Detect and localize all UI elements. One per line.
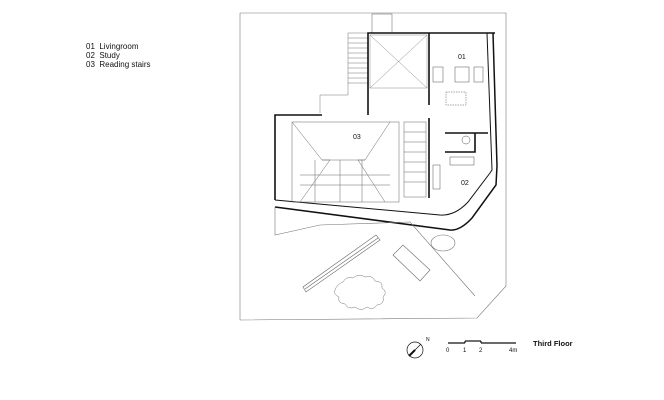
walkway bbox=[302, 234, 431, 293]
room-label-01: 01 bbox=[458, 54, 466, 61]
exterior-wall-curve-outer bbox=[274, 32, 498, 231]
room-label-02: 02 bbox=[461, 180, 469, 187]
legend-item: 03 Reading stairs bbox=[86, 60, 151, 69]
furniture bbox=[432, 66, 484, 190]
ground-outline bbox=[274, 207, 476, 297]
roof-box bbox=[371, 13, 393, 34]
reading-stairs bbox=[291, 121, 427, 203]
void bbox=[369, 34, 428, 89]
exterior-stairs bbox=[319, 32, 369, 113]
room-label-03: 03 bbox=[353, 134, 361, 141]
north-label: N bbox=[426, 337, 430, 343]
site-boundary bbox=[239, 12, 507, 321]
north-arrow-icon bbox=[406, 341, 424, 359]
walls bbox=[274, 32, 495, 200]
room-legend: 01 Livingroom 02 Study 03 Reading stairs bbox=[86, 42, 151, 69]
pond bbox=[430, 234, 456, 252]
legend-item: 02 Study bbox=[86, 51, 120, 60]
scale-tick: 0 bbox=[446, 348, 450, 354]
scale-tick: 2 bbox=[479, 348, 483, 354]
legend-item: 01 Livingroom bbox=[86, 42, 139, 51]
drawing-title: Third Floor bbox=[533, 339, 573, 348]
scale-tick: 4m bbox=[509, 348, 518, 354]
scale-tick: 1 bbox=[463, 348, 467, 354]
tree bbox=[334, 275, 386, 310]
exterior-wall-curve bbox=[274, 32, 493, 216]
scale-bar bbox=[448, 340, 516, 344]
